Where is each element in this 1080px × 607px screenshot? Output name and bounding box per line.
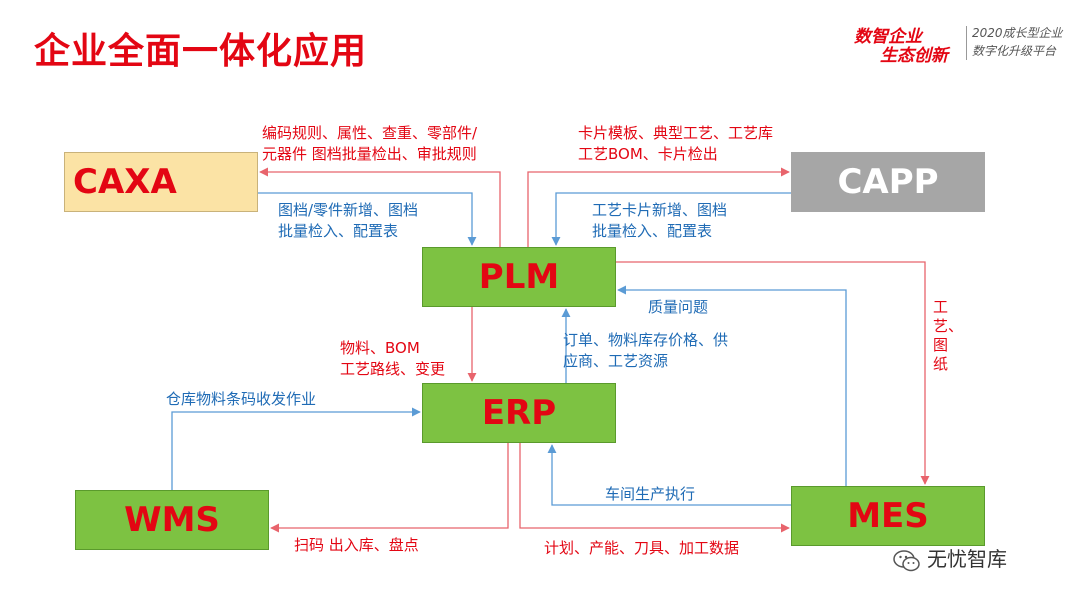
edge-plm-to-capp [527,167,790,247]
label-plm-to-erp-line-1: 物料、BOM [340,339,420,357]
label-caxa-to-plm: 图档/零件新增、图档 批量检入、配置表 [278,200,418,242]
label-plm-to-capp-line-2: 工艺BOM、卡片检出 [578,145,718,163]
label-plm-to-caxa-line-1: 编码规则、属性、查重、零部件/ [262,124,478,142]
label-caxa-to-plm-line-2: 批量检入、配置表 [278,222,399,240]
node-plm-label: PLM [478,257,560,297]
watermark: 无忧智库 [893,543,1007,572]
label-mes-to-erp: 车间生产执行 [605,485,696,503]
label-erp-to-wms: 扫码 出入库、盘点 [294,536,419,554]
label-mes-to-plm: 质量问题 [648,298,709,316]
node-erp: ERP [422,383,616,443]
edge-plm-to-mes [616,261,930,485]
brand-logo: 数智企业 生态创新 2020成长型企业 数字化升级平台 [852,22,1072,66]
label-erp-to-plm-line-2: 应商、工艺资源 [563,352,669,370]
label-erp-to-mes: 计划、产能、刀具、加工数据 [544,539,740,557]
node-wms: WMS [75,490,269,550]
label-plm-to-caxa-line-2: 元器件 图档批量检出、审批规则 [262,145,477,163]
brand-separator [966,26,967,60]
brand-line-2: 生态创新 [880,46,948,66]
label-erp-to-plm: 订单、物料库存价格、供 应商、工艺资源 [563,330,728,372]
label-capp-to-plm-line-1: 工艺卡片新增、图档 [592,201,728,219]
edge-wms-to-erp [171,407,421,490]
node-capp: CAPP [791,152,985,212]
node-caxa-label: CAXA [73,162,177,202]
wechat-icon [893,549,920,571]
label-plm-to-erp-line-2: 工艺路线、变更 [340,360,446,378]
edge-mes-to-plm [617,285,847,486]
node-mes: MES [791,486,985,546]
node-capp-label: CAPP [837,162,939,202]
edge-caxa-to-plm [258,192,477,246]
label-caxa-to-plm-line-1: 图档/零件新增、图档 [278,201,419,219]
label-capp-to-plm-line-2: 批量检入、配置表 [592,222,713,240]
edge-erp-to-wms [270,443,509,533]
watermark-text: 无忧智库 [927,547,1007,571]
edge-erp-to-mes [519,443,790,533]
edge-mes-to-erp [547,444,791,506]
page-title: 企业全面一体化应用 [34,31,368,72]
label-plm-to-erp: 物料、BOM 工艺路线、变更 [340,338,445,380]
label-erp-to-plm-line-1: 订单、物料库存价格、供 [563,331,729,349]
edge-capp-to-plm [551,192,791,246]
brand-line-4: 数字化升级平台 [972,44,1057,58]
label-plm-to-capp: 卡片模板、典型工艺、工艺库 工艺BOM、卡片检出 [578,123,773,165]
node-wms-label: WMS [124,500,220,540]
node-mes-label: MES [847,496,929,536]
node-plm: PLM [422,247,616,307]
brand-line-3: 2020成长型企业 [972,26,1063,40]
label-plm-to-capp-line-1: 卡片模板、典型工艺、工艺库 [578,124,774,142]
label-plm-to-caxa: 编码规则、属性、查重、零部件/ 元器件 图档批量检出、审批规则 [262,123,477,165]
label-plm-to-mes: 工艺、图纸 [933,298,964,373]
edge-plm-to-caxa [259,167,501,247]
brand-line-1: 数智企业 [854,27,922,47]
node-erp-label: ERP [481,393,557,433]
node-caxa: CAXA [64,152,258,212]
label-capp-to-plm: 工艺卡片新增、图档 批量检入、配置表 [592,200,727,242]
label-wms-to-erp: 仓库物料条码收发作业 [166,390,317,408]
